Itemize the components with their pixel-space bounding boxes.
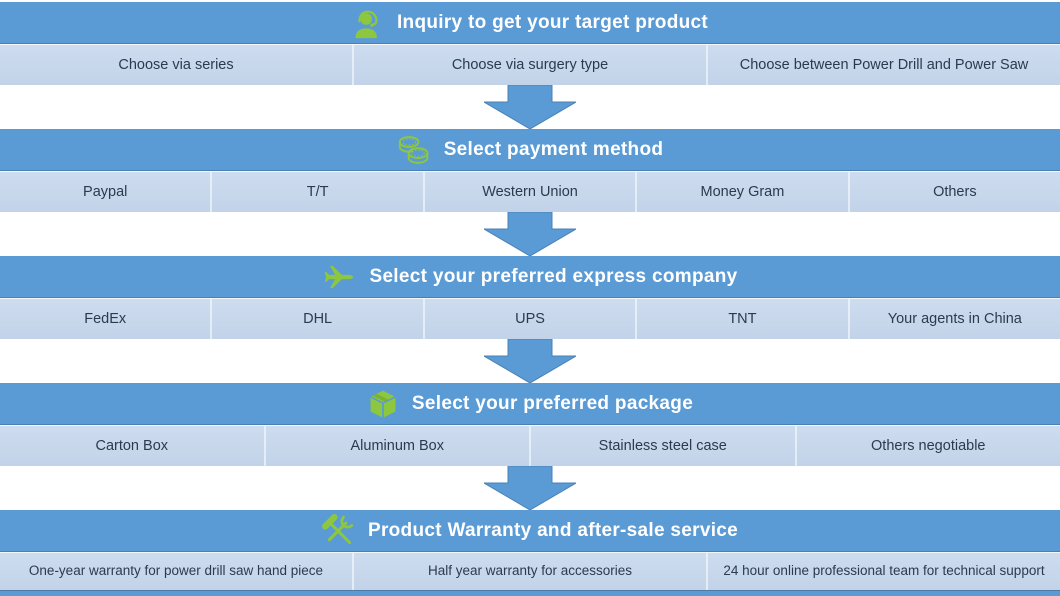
section-3-header: Select your preferred express company bbox=[0, 256, 1060, 298]
option-cell: Choose via surgery type bbox=[352, 45, 706, 85]
section-1-title: Inquiry to get your target product bbox=[396, 11, 709, 33]
section-5-title: Product Warranty and after-sale service bbox=[367, 519, 739, 541]
option-cell: T/T bbox=[210, 172, 422, 212]
down-arrow-icon bbox=[484, 339, 576, 383]
option-cell: Paypal bbox=[83, 184, 128, 200]
option-cell: FedEx bbox=[84, 311, 127, 327]
section-1-header: Inquiry to get your target product bbox=[0, 2, 1060, 44]
option-cell: DHL bbox=[210, 299, 422, 339]
tools-icon bbox=[321, 514, 354, 544]
down-arrow-icon bbox=[484, 466, 576, 510]
section-2-title: Select payment method bbox=[443, 138, 664, 160]
bottom-blue-bar bbox=[0, 590, 1060, 596]
down-arrow-icon bbox=[484, 212, 576, 256]
option-cell: Western Union bbox=[422, 172, 635, 212]
option-cell: Choose via series bbox=[118, 57, 234, 73]
section-4-title: Select your preferred package bbox=[411, 392, 694, 414]
down-arrow-icon bbox=[484, 85, 576, 129]
support-agent-icon bbox=[355, 10, 378, 38]
section-4-options: Carton Box Aluminum Box Stainless steel … bbox=[0, 425, 1060, 466]
section-5-header: Product Warranty and after-sale service bbox=[0, 510, 1060, 552]
option-cell: Others bbox=[847, 172, 1060, 212]
option-cell: Carton Box bbox=[95, 438, 169, 454]
flow-gap bbox=[0, 85, 1060, 129]
section-2-options: Paypal T/T Western Union Money Gram Othe… bbox=[0, 171, 1060, 212]
flow-gap bbox=[0, 466, 1060, 510]
package-box-icon bbox=[370, 390, 396, 417]
option-cell: Others negotiable bbox=[794, 426, 1060, 466]
option-cell: Aluminum Box bbox=[263, 426, 530, 466]
flow-gap bbox=[0, 212, 1060, 256]
section-2-header: Select payment method bbox=[0, 129, 1060, 171]
section-1-options: Choose via series Choose via surgery typ… bbox=[0, 44, 1060, 85]
section-4-header: Select your preferred package bbox=[0, 383, 1060, 425]
section-3-title: Select your preferred express company bbox=[369, 265, 738, 287]
option-cell: TNT bbox=[635, 299, 847, 339]
section-3-options: FedEx DHL UPS TNT Your agents in China bbox=[0, 298, 1060, 339]
option-cell: Choose between Power Drill and Power Saw bbox=[706, 45, 1060, 85]
option-cell: 24 hour online professional team for tec… bbox=[706, 553, 1060, 590]
section-5-options: One-year warranty for power drill saw ha… bbox=[0, 552, 1060, 590]
option-cell: One-year warranty for power drill saw ha… bbox=[28, 563, 324, 579]
flow-gap bbox=[0, 339, 1060, 383]
option-cell: Half year warranty for accessories bbox=[352, 553, 706, 590]
option-cell: Money Gram bbox=[635, 172, 847, 212]
airplane-icon bbox=[325, 265, 354, 288]
option-cell: Stainless steel case bbox=[529, 426, 795, 466]
coins-icon bbox=[398, 135, 429, 164]
option-cell: UPS bbox=[422, 299, 635, 339]
option-cell: Your agents in China bbox=[847, 299, 1060, 339]
